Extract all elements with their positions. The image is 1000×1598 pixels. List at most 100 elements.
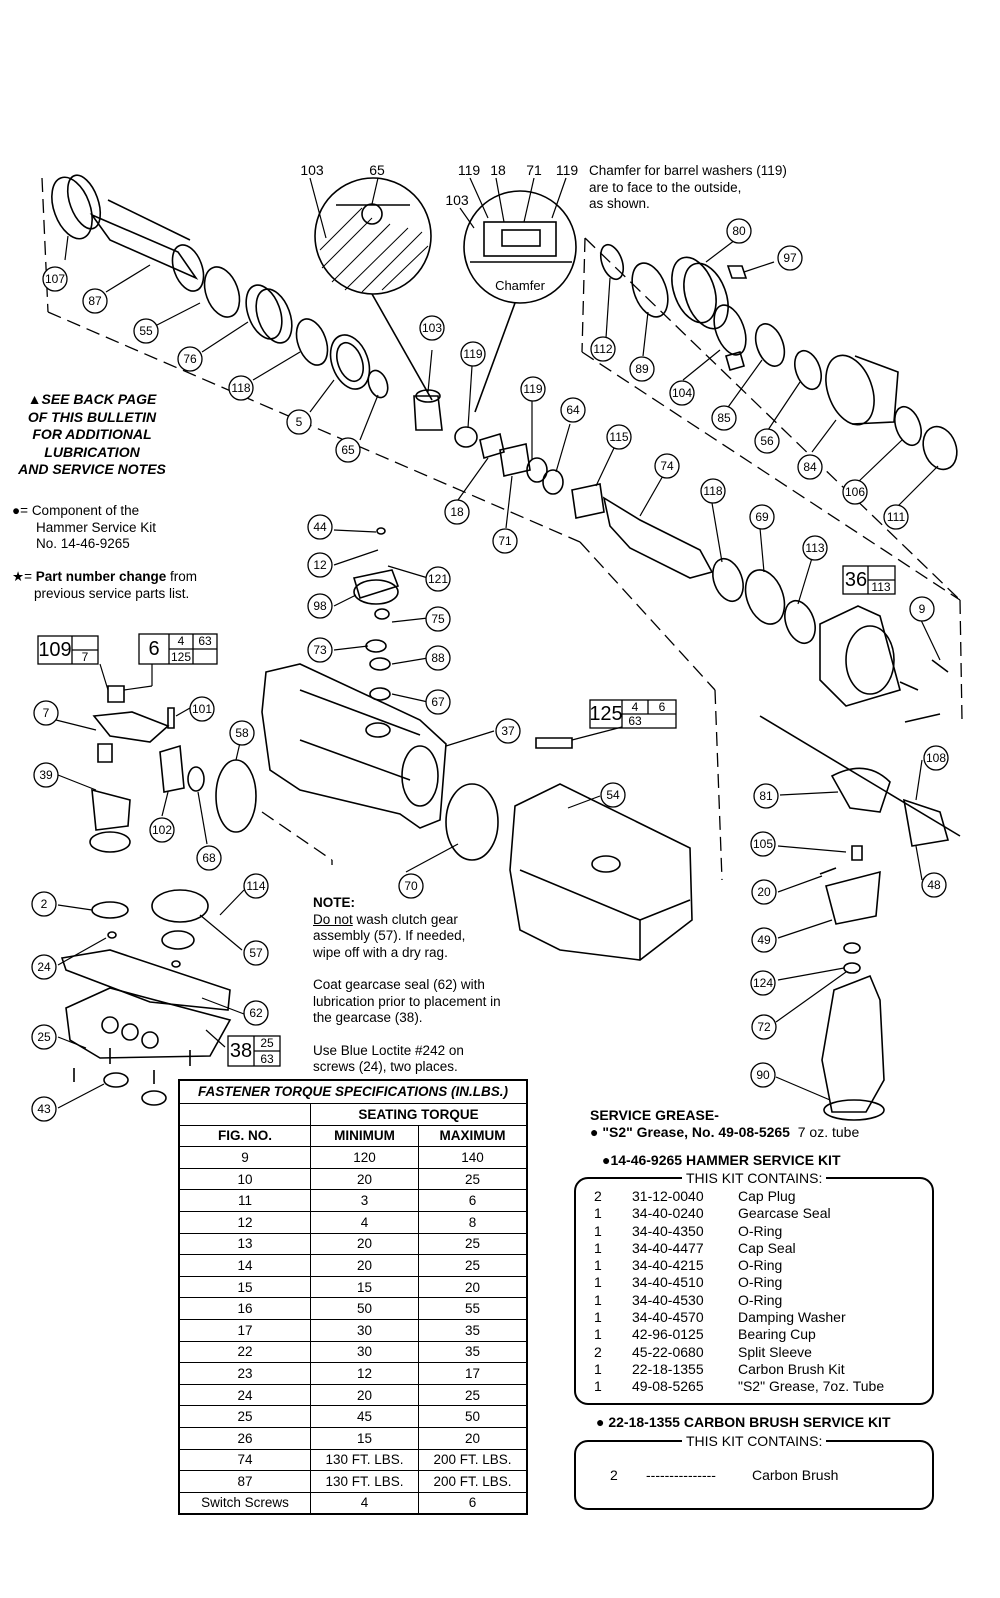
legend-text: from <box>166 569 198 584</box>
lube-109-main: 109 <box>38 639 71 661</box>
chamfer-detail-circle <box>463 190 577 413</box>
callout-124: 124 <box>753 976 773 990</box>
callout-74: 74 <box>660 459 674 473</box>
callout-89: 89 <box>635 362 649 376</box>
lower-gear-assembly <box>60 889 232 1106</box>
lube-38-b: 63 <box>260 1052 274 1066</box>
list-item: 2 45-22-0680 Split Sleeve <box>576 1344 932 1361</box>
torque-cell: 140 <box>418 1146 526 1169</box>
note-text: lubrication prior to placement in <box>313 993 501 1009</box>
torque-cell: 200 FT. LBS. <box>418 1470 526 1493</box>
kit-qty: 1 <box>594 1239 602 1256</box>
callout-81: 81 <box>759 789 773 803</box>
torque-cell: 35 <box>418 1318 526 1342</box>
callout-113: 113 <box>805 541 824 555</box>
kit-part: 45-22-0680 <box>632 1343 704 1360</box>
kit-qty: 1 <box>594 1360 602 1377</box>
kit-desc: Carbon Brush Kit <box>738 1360 845 1377</box>
legend-bold-text: Part number change <box>35 569 167 584</box>
kit-desc: Damping Washer <box>738 1309 846 1326</box>
kit-part: --------------- <box>646 1467 716 1483</box>
callout-98: 98 <box>313 599 327 613</box>
callout-18: 18 <box>450 505 464 519</box>
chamfer-note-line: as shown. <box>589 196 650 211</box>
callout-80: 80 <box>732 224 746 238</box>
torque-cell: 30 <box>309 1340 420 1364</box>
torque-cell: 74 <box>180 1448 311 1472</box>
lube-36-main: 36 <box>845 569 867 591</box>
torque-header-max: MAXIMUM <box>418 1124 526 1148</box>
torque-cell: 25 <box>418 1383 526 1407</box>
lube-6-main: 6 <box>148 638 159 660</box>
callout-43: 43 <box>37 1102 51 1116</box>
torque-cell: 17 <box>180 1318 311 1342</box>
side-handle-assembly <box>759 715 961 1121</box>
kit-qty: 2 <box>594 1343 602 1360</box>
chamfer-label: Chamfer <box>495 278 546 293</box>
kit-part: 34-40-4477 <box>632 1239 704 1256</box>
torque-table-title: FASTENER TORQUE SPECIFICATIONS (IN.LBS.) <box>180 1081 526 1104</box>
torque-cell: 14 <box>180 1254 311 1277</box>
chamfer-note-line: are to face to the outside, <box>589 179 742 195</box>
lube-6-b: 63 <box>198 634 212 648</box>
torque-cell: 3 <box>309 1189 420 1212</box>
hammer-kit-contains: THIS KIT CONTAINS: <box>682 1170 827 1186</box>
torque-cell: 200 FT. LBS. <box>418 1448 526 1472</box>
torque-cell: 55 <box>418 1297 526 1320</box>
lube-125-b: 6 <box>659 700 666 714</box>
kit-qty: 1 <box>594 1309 602 1326</box>
note-underlined: Do not <box>313 911 353 927</box>
callout-103: 103 <box>422 321 442 335</box>
torque-cell: 45 <box>309 1405 420 1428</box>
callout-labels: 107 87 55 76 118 5 65 103 119 119 64 18 … <box>37 224 946 1116</box>
kit-desc: Split Sleeve <box>738 1343 812 1360</box>
torque-cell: 15 <box>180 1275 311 1299</box>
kit-component-legend: ●= Component of the Hammer Service Kit N… <box>12 503 192 553</box>
callout-107: 107 <box>45 272 65 286</box>
torque-header-spacer <box>180 1104 311 1126</box>
torque-cell: 12 <box>180 1210 311 1234</box>
gearcase <box>261 663 573 861</box>
torque-cell: 20 <box>309 1254 420 1277</box>
kit-desc: Cap Seal <box>738 1239 796 1256</box>
legend-text: No. 14-46-9265 <box>36 536 130 551</box>
callout-5: 5 <box>296 415 303 429</box>
callout-121: 121 <box>428 572 448 586</box>
callout-87: 87 <box>88 294 102 308</box>
lube-125-a: 4 <box>632 700 639 714</box>
torque-cell: 4 <box>309 1210 420 1234</box>
lube-6-c: 125 <box>171 650 191 664</box>
see-back-line: ▲SEE BACK PAGE <box>27 391 157 407</box>
torque-cell: 20 <box>418 1275 526 1299</box>
grease-name: "S2" Grease, No. 49-08-5265 <box>602 1124 790 1140</box>
callout-37: 37 <box>501 724 515 738</box>
torque-cell: 12 <box>309 1362 420 1385</box>
callout-circles <box>31 218 949 1122</box>
kit-desc: O-Ring <box>738 1222 783 1239</box>
motor-housing <box>509 783 693 961</box>
kit-qty: 1 <box>594 1274 602 1291</box>
note-text: wash clutch gear <box>352 911 458 927</box>
kit-desc: O-Ring <box>738 1257 783 1274</box>
detail-labels: 103 65 119 18 71 119 103 Chamfer <box>300 162 578 293</box>
kit-desc: O-Ring <box>738 1291 783 1308</box>
callout-90: 90 <box>756 1068 770 1082</box>
kit-qty: 1 <box>594 1205 602 1222</box>
kit-desc: O-Ring <box>738 1274 783 1291</box>
callout-20: 20 <box>757 885 771 899</box>
torque-cell: 26 <box>180 1426 311 1450</box>
callout-2: 2 <box>41 897 48 911</box>
clutch-piston-assembly <box>89 527 400 853</box>
detail-label-18: 18 <box>490 162 506 178</box>
kit-part: 34-40-4215 <box>632 1257 704 1274</box>
torque-cell: 4 <box>309 1491 420 1514</box>
detail-label-119: 119 <box>556 162 579 178</box>
kit-desc: Gearcase Seal <box>738 1205 831 1222</box>
note-text: the gearcase (38). <box>313 1010 423 1025</box>
